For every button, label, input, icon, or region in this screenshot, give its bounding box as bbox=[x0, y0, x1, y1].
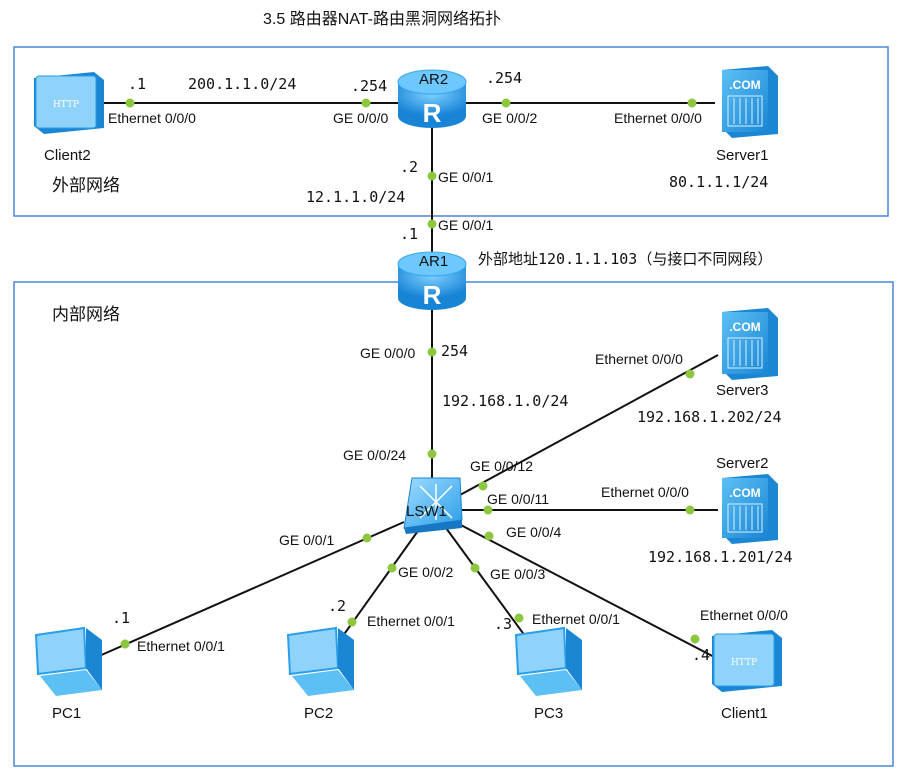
port-label-lsw-ge001: GE 0/0/1 bbox=[279, 532, 335, 548]
port-dot bbox=[483, 505, 493, 515]
port-dot bbox=[478, 481, 488, 491]
addr-ar1-254: 254 bbox=[441, 342, 469, 360]
link-lsw1-server3 bbox=[459, 354, 719, 496]
addr-server3-ip: 192.168.1.202/24 bbox=[637, 408, 782, 426]
port-dot bbox=[347, 617, 357, 627]
ar2-label: AR2 bbox=[419, 71, 449, 88]
diagram-title: 3.5 路由器NAT-路由黑洞网络拓扑 bbox=[263, 11, 501, 28]
server-server3[interactable]: .COM bbox=[722, 308, 778, 380]
pc-pc1[interactable] bbox=[34, 626, 102, 696]
port-dot bbox=[427, 219, 437, 229]
link-lsw1-pc3 bbox=[445, 527, 529, 641]
client1-label: Client1 bbox=[721, 705, 768, 722]
addr-ar2-254-left: .254 bbox=[351, 77, 388, 95]
addr-ar2-dot2: .2 bbox=[400, 158, 419, 176]
client-client2[interactable]: HTTP bbox=[34, 72, 104, 134]
port-dot bbox=[484, 531, 494, 541]
port-dot bbox=[362, 533, 372, 543]
client2-label: Client2 bbox=[44, 147, 91, 164]
pc2-label: PC2 bbox=[304, 705, 334, 722]
port-label-lsw-ge004: GE 0/0/4 bbox=[506, 524, 562, 540]
port-dot bbox=[690, 634, 700, 644]
pc3-label: PC3 bbox=[534, 705, 564, 722]
addr-server1-ip: 80.1.1.1/24 bbox=[669, 173, 769, 191]
addr-pc1-host: .1 bbox=[112, 609, 131, 627]
client-client1[interactable]: HTTP bbox=[712, 630, 782, 692]
port-label-ar1-ge000: GE 0/0/0 bbox=[360, 345, 416, 361]
addr-net-192: 192.168.1.0/24 bbox=[442, 392, 569, 410]
external-network-zone bbox=[13, 46, 889, 217]
port-dot bbox=[120, 639, 130, 649]
addr-server2-ip: 192.168.1.201/24 bbox=[648, 548, 793, 566]
pc1-label: PC1 bbox=[52, 705, 82, 722]
port-dot bbox=[427, 449, 437, 459]
port-label-pc2-eth: Ethernet 0/0/1 bbox=[367, 613, 455, 629]
router-ar2[interactable]: R bbox=[397, 69, 467, 128]
port-label-ar2-ge000: GE 0/0/0 bbox=[333, 110, 389, 126]
links bbox=[89, 102, 721, 661]
port-dot bbox=[685, 505, 695, 515]
port-label-lsw-ge012: GE 0/0/12 bbox=[470, 458, 534, 474]
addr-client1-host: .4 bbox=[692, 646, 711, 664]
com-label: .COM bbox=[729, 320, 760, 334]
port-dot bbox=[514, 613, 524, 623]
addr-pc2-host: .2 bbox=[328, 597, 347, 615]
addr-net-12: 12.1.1.0/24 bbox=[306, 188, 406, 206]
com-label: .COM bbox=[729, 78, 760, 92]
port-label-ar1-ge001: GE 0/0/1 bbox=[438, 217, 494, 233]
server-server2[interactable]: .COM bbox=[722, 474, 778, 544]
port-label-lsw-ge003: GE 0/0/3 bbox=[490, 566, 546, 582]
port-dot bbox=[125, 98, 135, 108]
port-label-lsw-ge011: GE 0/0/11 bbox=[487, 491, 550, 507]
router-ar1[interactable]: R bbox=[397, 251, 467, 310]
http-label: HTTP bbox=[53, 100, 79, 110]
port-label-client1-eth: Ethernet 0/0/0 bbox=[700, 607, 788, 623]
addr-ar1-external: 外部地址120.1.1.103（与接口不同网段） bbox=[478, 250, 773, 268]
port-label-lsw-ge024: GE 0/0/24 bbox=[343, 447, 407, 463]
port-dot bbox=[361, 98, 371, 108]
port-label-lsw-ge002: GE 0/0/2 bbox=[398, 564, 454, 580]
addr-pc3-host: .3 bbox=[494, 615, 513, 633]
pc-pc3[interactable] bbox=[514, 626, 582, 696]
server1-label: Server1 bbox=[716, 147, 769, 164]
port-dot bbox=[427, 347, 437, 357]
link-lsw1-client1 bbox=[454, 521, 721, 661]
addr-client2-host: .1 bbox=[128, 75, 147, 93]
http-label: HTTP bbox=[731, 658, 757, 668]
external-network-label: 外部网络 bbox=[52, 176, 120, 196]
port-label-server3-eth: Ethernet 0/0/0 bbox=[595, 351, 683, 367]
addr-ar2-254-right: .254 bbox=[486, 69, 523, 87]
link-lsw1-pc1 bbox=[89, 521, 405, 661]
addr-net-200: 200.1.1.0/24 bbox=[188, 75, 297, 93]
server-server1[interactable]: .COM bbox=[722, 66, 778, 138]
port-dot bbox=[687, 98, 697, 108]
port-label-client2-eth: Ethernet 0/0/0 bbox=[108, 110, 196, 126]
router-r-glyph: R bbox=[423, 280, 442, 310]
server2-label: Server2 bbox=[716, 455, 769, 472]
switch-lsw1[interactable] bbox=[403, 477, 463, 534]
lsw1-label: LSW1 bbox=[406, 503, 447, 520]
server3-label: Server3 bbox=[716, 382, 769, 399]
port-label-ar2-ge001: GE 0/0/1 bbox=[438, 169, 494, 185]
ar1-label: AR1 bbox=[419, 253, 449, 270]
port-dot bbox=[685, 369, 695, 379]
com-label: .COM bbox=[729, 486, 760, 500]
router-r-glyph: R bbox=[423, 98, 442, 128]
port-dots bbox=[120, 98, 700, 649]
port-dot bbox=[470, 563, 480, 573]
port-label-pc1-eth: Ethernet 0/0/1 bbox=[137, 638, 225, 654]
port-label-pc3-eth: Ethernet 0/0/1 bbox=[532, 611, 620, 627]
port-dot bbox=[501, 98, 511, 108]
pc-pc2[interactable] bbox=[286, 626, 354, 696]
port-label-ar2-ge002: GE 0/0/2 bbox=[482, 110, 538, 126]
internal-network-label: 内部网络 bbox=[52, 305, 120, 325]
port-label-server2-eth: Ethernet 0/0/0 bbox=[601, 484, 689, 500]
port-dot bbox=[387, 563, 397, 573]
addr-ar1-dot1: .1 bbox=[400, 225, 419, 243]
port-dot bbox=[427, 171, 437, 181]
port-label-server1-eth: Ethernet 0/0/0 bbox=[614, 110, 702, 126]
